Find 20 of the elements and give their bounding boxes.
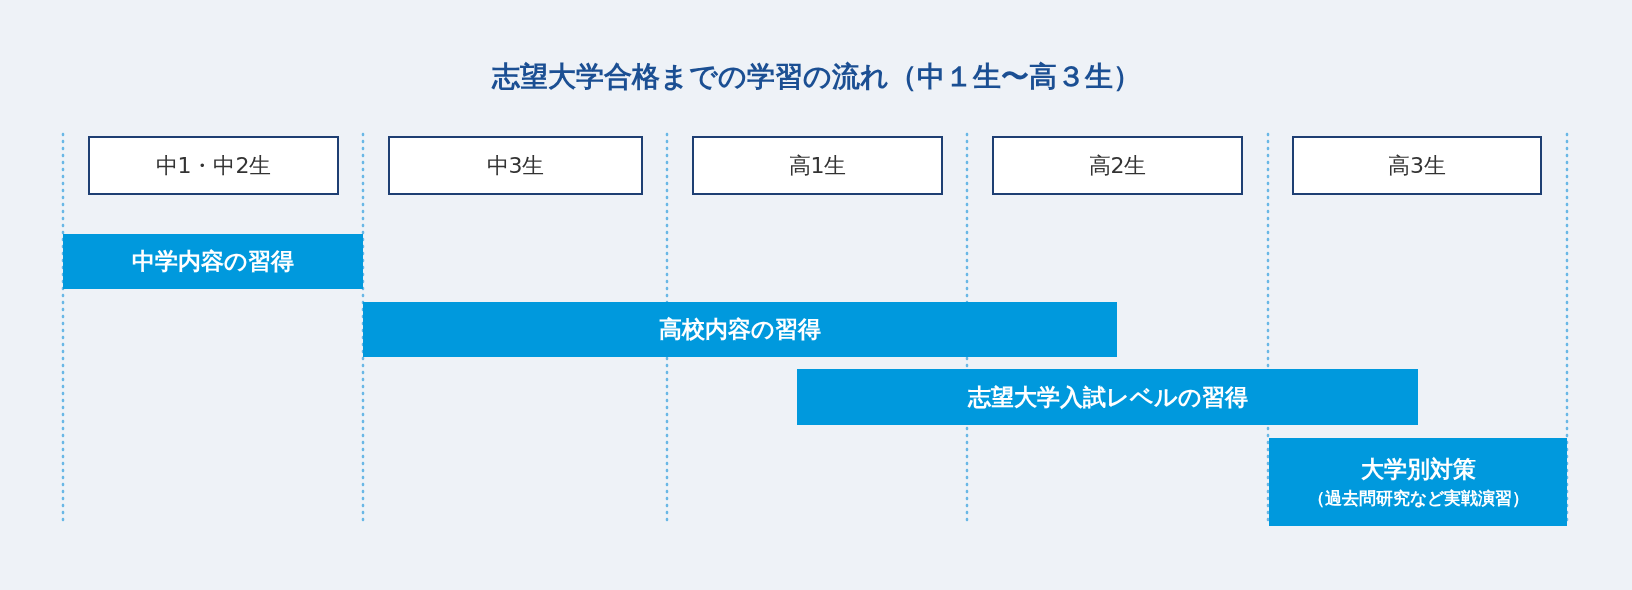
grade-header-box [1292,136,1542,195]
stage-bar [363,302,1117,357]
grade-label: 高1生 [788,152,847,180]
stage-label: 中学内容の習得 [132,247,294,276]
stage-label: 高校内容の習得 [659,315,821,344]
grade-label: 高2生 [1088,152,1147,180]
grade-header-box [992,136,1243,195]
grade-header-box [88,136,339,195]
stage-bar [797,369,1418,425]
stage-bar [1269,438,1567,526]
grade-label: 中1・中2生 [155,152,272,180]
grade-header-box [388,136,643,195]
stage-label: 大学別対策 [1360,455,1476,484]
grade-label: 中3生 [486,152,545,180]
stage-note: （過去問研究など実戦演習） [1307,487,1529,509]
stage-bar [63,234,363,289]
stage-label: 志望大学入試レベルの習得 [967,382,1248,412]
grade-header-box [692,136,943,195]
diagram-title: 志望大学合格までの学習の流れ（中１生〜高３生） [490,59,1142,95]
grade-label: 高3生 [1388,152,1446,180]
